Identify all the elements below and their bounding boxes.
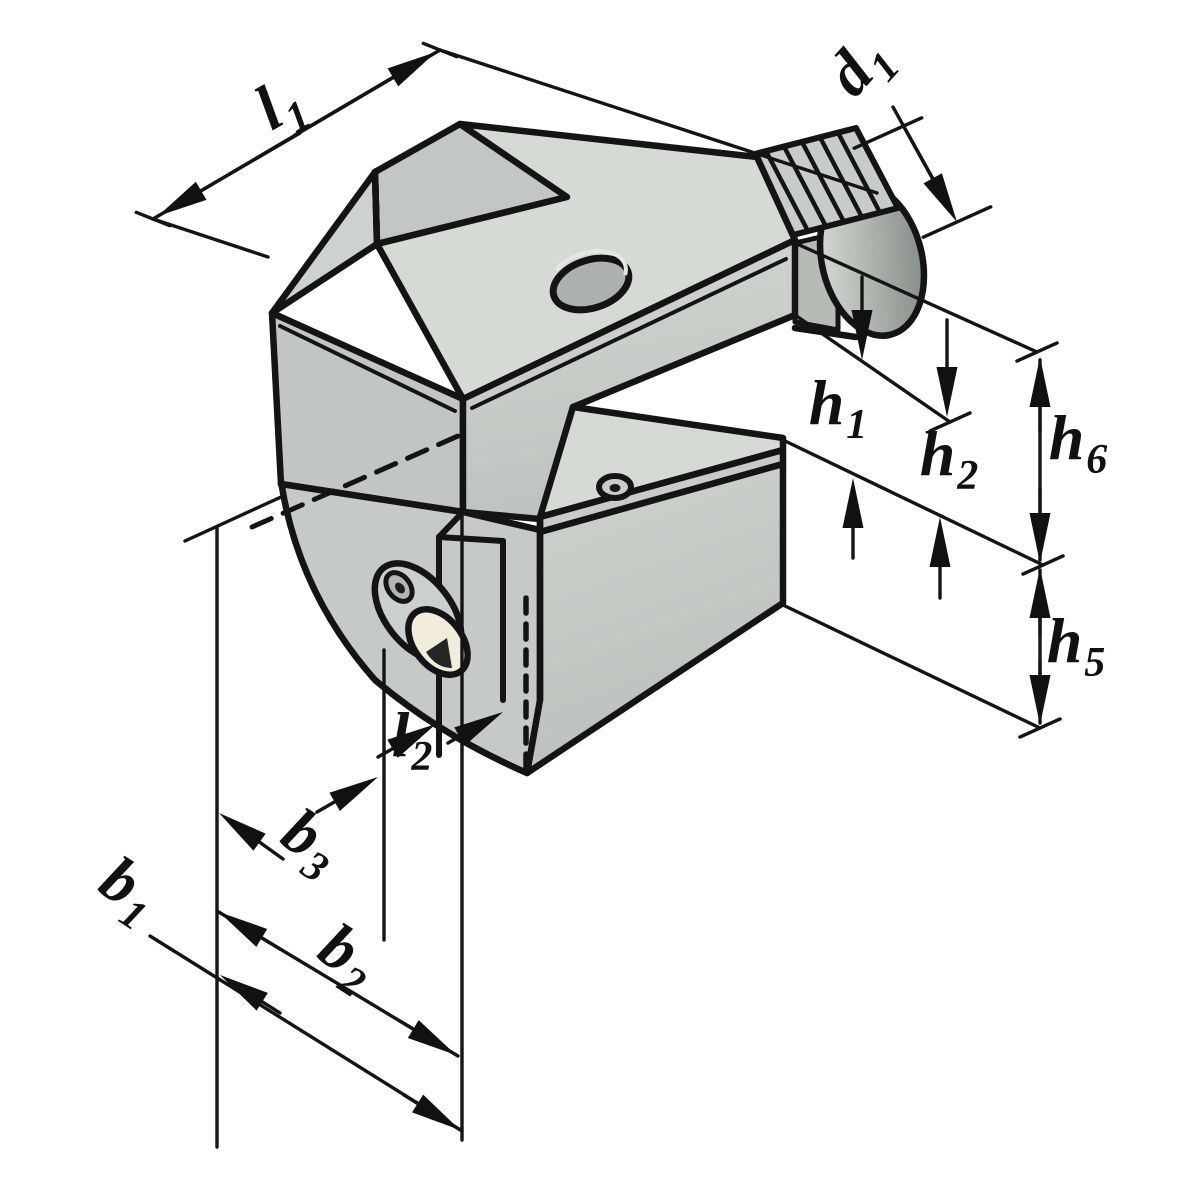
d1-tangent-tick bbox=[921, 205, 993, 239]
d1-arrow-tail bbox=[901, 123, 938, 186]
pocket-roof-edge bbox=[436, 509, 466, 540]
front-right-seam-line bbox=[470, 257, 788, 410]
l1-left-extension-line bbox=[151, 217, 270, 259]
level-line-bottom bbox=[781, 603, 1042, 730]
serration-tooth-line bbox=[763, 148, 811, 234]
insert-notch bbox=[426, 638, 452, 668]
h5-top-arrowhead-icon bbox=[1029, 568, 1051, 618]
h1-down-arrow-arrowhead-icon bbox=[851, 310, 873, 360]
b3-right-arrow-arrowhead-icon bbox=[329, 777, 378, 811]
label-subscript-h2: 2 bbox=[956, 453, 978, 499]
label-base-h2: h bbox=[920, 418, 956, 489]
b3-left-arrow-arrowhead-icon bbox=[219, 813, 266, 851]
center-extension-left bbox=[183, 495, 283, 543]
center-line-dashed bbox=[249, 433, 461, 530]
level-line-center bbox=[793, 313, 952, 424]
dimension-label-b1: b1 bbox=[83, 842, 173, 940]
label-subscript-h1: 1 bbox=[846, 402, 867, 448]
l1-right-arrowhead-icon bbox=[387, 52, 436, 87]
front-left-seam-line bbox=[278, 324, 457, 413]
dimension-label-l1: l1 bbox=[243, 61, 319, 152]
pocket-top-edge bbox=[436, 534, 506, 544]
b1-inner-arrow-arrowhead-icon bbox=[220, 975, 268, 1011]
h5-bottom-arrowhead-icon bbox=[1029, 675, 1051, 725]
notch-vertical-edge bbox=[371, 168, 381, 250]
l1-left-tail bbox=[194, 131, 302, 196]
dimension-label-d1: d1 bbox=[812, 20, 909, 115]
l1-right-extension-line bbox=[438, 48, 879, 195]
h1-up-arrow-arrowhead-icon bbox=[842, 478, 864, 528]
label-subscript-h6: 6 bbox=[1086, 437, 1107, 483]
block-left-face bbox=[268, 168, 381, 317]
l2-right-arrow-arrowhead-icon bbox=[454, 712, 503, 746]
b1-end-arrow-arrowhead-icon bbox=[412, 1094, 460, 1130]
d1-arrow-arrowhead-icon bbox=[923, 173, 957, 222]
serration-tooth-line bbox=[817, 135, 865, 220]
label-subscript-h5: 5 bbox=[1084, 640, 1105, 686]
dimension-label-b2: b2 bbox=[302, 909, 392, 1007]
label-base-l2: l bbox=[392, 699, 410, 770]
dimension-label-l2: l2 bbox=[392, 699, 433, 780]
step-hole-center bbox=[609, 484, 621, 492]
b2-right-arrow-arrowhead-icon bbox=[407, 1020, 456, 1055]
b2-left-arrow-arrowhead-icon bbox=[219, 912, 268, 947]
h2-up-arrow-arrowhead-icon bbox=[929, 517, 951, 567]
level-top-end-tick bbox=[1015, 341, 1059, 363]
level-line-top bbox=[793, 241, 1039, 354]
serration-tooth-line bbox=[781, 144, 829, 229]
l2-left-arrow-arrowhead-icon bbox=[387, 724, 436, 758]
clamp-screw-center bbox=[395, 582, 405, 594]
label-base-h6: h bbox=[1049, 402, 1085, 473]
dimension-label-h1: h1 bbox=[809, 367, 868, 448]
label-base-h5: h bbox=[1047, 605, 1083, 676]
h6-top-arrowhead-icon bbox=[1029, 357, 1051, 407]
level-center-end-tick bbox=[928, 411, 972, 433]
l1-left-arrowhead-icon bbox=[158, 181, 207, 216]
top-face-hole bbox=[549, 254, 633, 314]
shank-bottom-edge bbox=[791, 324, 860, 341]
dimension-label-h6: h6 bbox=[1049, 402, 1108, 483]
label-subscript-l2: 2 bbox=[410, 734, 432, 780]
label-base-h1: h bbox=[809, 367, 845, 438]
h6-bottom-arrowhead-icon bbox=[1029, 513, 1051, 563]
level-step-end-tick bbox=[1021, 554, 1065, 576]
h2-down-arrow-arrowhead-icon bbox=[936, 367, 958, 417]
dimension-label-h5: h5 bbox=[1047, 605, 1106, 686]
serration-tooth-line bbox=[799, 139, 847, 225]
level-bottom-end-tick bbox=[1018, 717, 1062, 739]
dimension-label-h2: h2 bbox=[920, 418, 979, 499]
d1-tangent-tick-2 bbox=[852, 116, 924, 150]
hole-highlight bbox=[554, 249, 628, 276]
level-line-step bbox=[781, 438, 1045, 567]
serration-tooth-line bbox=[835, 130, 883, 215]
l1-right-tail bbox=[293, 72, 400, 137]
